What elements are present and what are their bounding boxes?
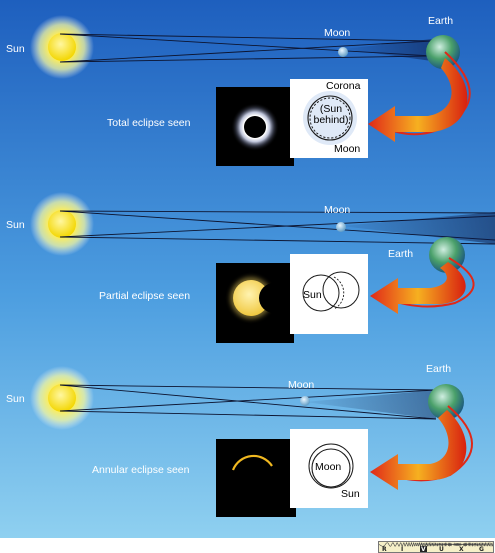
moon-icon: [300, 396, 310, 406]
sun-outline: [308, 443, 354, 489]
moon-disk: [244, 116, 266, 138]
partial-eclipse-diagram: [290, 254, 368, 334]
moon-label: Moon: [324, 204, 351, 216]
panel-annular: [30, 366, 473, 517]
hidden-edge-dashed: [333, 276, 345, 310]
earth-label: Earth: [426, 363, 452, 375]
moon-outline: [322, 271, 360, 309]
sun-outline-dashed: [309, 97, 351, 139]
corona-halo: [303, 91, 357, 145]
observation-arrow: [370, 262, 466, 314]
sun-label: Sun: [6, 43, 25, 55]
sun-disk: [233, 280, 269, 316]
spectrum-band-labels: R I V U X G: [379, 546, 493, 553]
moon-outline: [307, 95, 353, 141]
ray-line: [59, 33, 433, 42]
panel-partial: [30, 192, 495, 343]
band-g: G: [479, 546, 484, 553]
ray-line: [59, 389, 437, 412]
moon-label: Moon: [288, 379, 315, 391]
band-i: I: [401, 546, 404, 553]
curve-line: [384, 257, 475, 308]
ray-line: [59, 410, 437, 420]
wave-icon: [379, 542, 493, 547]
sun-disk: [48, 33, 76, 61]
sun-diagram-label: Sun: [341, 488, 360, 500]
sun-behind-label: behind): [313, 114, 349, 126]
earth-label: Earth: [388, 248, 414, 260]
eclipse-seen-label: Total eclipse seen: [107, 117, 191, 129]
earth-icon: [426, 35, 460, 69]
sun-behind-label: (Sun: [319, 103, 343, 115]
moon-diagram-label: Moon: [334, 143, 361, 155]
spectrum-band-bar: R I V U X G: [378, 541, 494, 553]
band-u: U: [439, 546, 444, 553]
antumbra-shadow: [305, 390, 436, 419]
sun-disk: [48, 210, 76, 238]
sun-diagram-label: Sun: [303, 289, 322, 301]
sun-disk: [48, 384, 76, 412]
sun-label: Sun: [6, 393, 25, 405]
ray-line: [59, 384, 437, 420]
ray-line: [59, 55, 433, 63]
moon-outline: [311, 448, 351, 488]
sun-label: Sun: [6, 219, 25, 231]
earth-label: Earth: [428, 15, 454, 27]
bottom-margin: [0, 538, 495, 553]
observation-arrow: [370, 410, 467, 490]
umbra-shadow: [343, 39, 432, 61]
ray-line: [59, 236, 495, 245]
annular-eclipse-diagram: [290, 429, 368, 508]
band-x: X: [459, 546, 464, 553]
observation-arrow: [368, 58, 468, 142]
umbra-shadow: [341, 212, 495, 244]
moon-diagram-label: Moon: [315, 461, 342, 473]
earth-icon: [429, 237, 465, 273]
ray-line: [59, 40, 433, 63]
ray-line: [59, 384, 437, 391]
band-r: R: [382, 546, 387, 553]
panel-total: [30, 15, 471, 166]
band-v: V: [420, 546, 427, 553]
eclipse-seen-label: Partial eclipse seen: [99, 290, 191, 302]
ray-line: [59, 210, 495, 214]
moon-icon: [336, 222, 346, 232]
moon-icon: [338, 47, 348, 57]
sun-ring: [231, 454, 273, 471]
annular-eclipse-photo: [216, 439, 296, 517]
sun-outline: [302, 274, 340, 312]
moon-disk: [259, 283, 289, 313]
moon-label: Moon: [324, 27, 351, 39]
corona-label: Corona: [326, 80, 361, 92]
eclipse-seen-label: Annular eclipse seen: [92, 464, 190, 476]
